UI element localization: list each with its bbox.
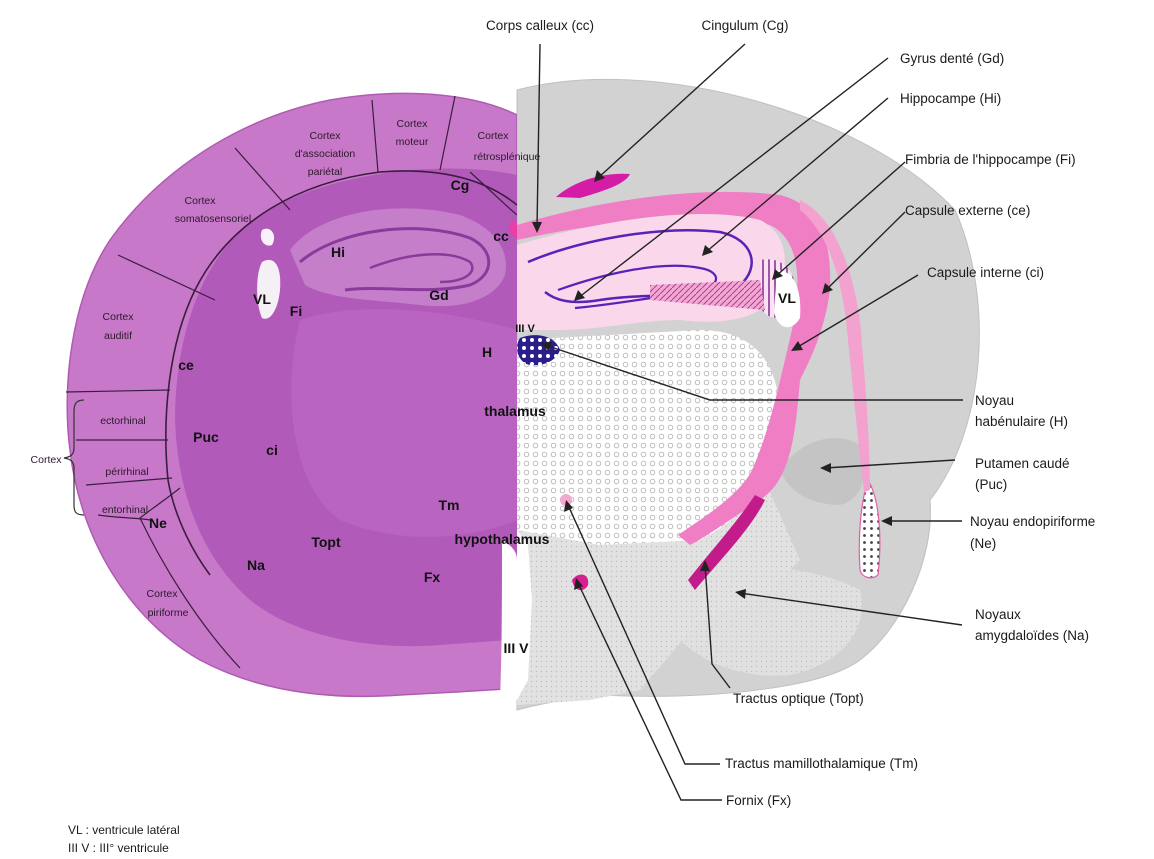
third-ventricle-left xyxy=(500,540,517,700)
abbr-cg: Cg xyxy=(451,177,470,193)
callout-capsule-interne: Capsule interne (ci) xyxy=(927,265,1044,280)
abbr-fi: Fi xyxy=(290,303,302,319)
abbr-hi: Hi xyxy=(331,244,345,260)
abbr-na: Na xyxy=(247,557,265,573)
abbr-vl-left: VL xyxy=(253,291,271,307)
abbr-iiiv-top: III V xyxy=(515,323,535,335)
callout-putamen-2: (Puc) xyxy=(975,477,1007,492)
schematic-half xyxy=(517,79,979,710)
legend: VL : ventricule latéral III V : III° ven… xyxy=(68,823,180,855)
abbr-gd: Gd xyxy=(429,287,448,303)
abbr-ne: Ne xyxy=(149,515,167,531)
perirhinal-label: périrhinal xyxy=(105,466,148,478)
cortex-audit-label-1: Cortex xyxy=(103,311,135,323)
cortex-soma-label-1: Cortex xyxy=(185,195,217,207)
abbr-thalamus: thalamus xyxy=(484,403,546,419)
cortex-moteur-label-2: moteur xyxy=(396,136,429,148)
abbr-iiiv-bottom: III V xyxy=(504,640,530,656)
cortex-assoc-label-3: pariétal xyxy=(308,166,342,178)
callout-amygdaloides-2: amygdaloïdes (Na) xyxy=(975,628,1089,643)
cortex-piri-label-1: Cortex xyxy=(147,588,179,600)
cortex-retro-label-2: rétrosplénique xyxy=(474,151,541,163)
cortex-assoc-label-1: Cortex xyxy=(310,130,342,142)
callout-tractus-optique: Tractus optique (Topt) xyxy=(733,691,864,706)
abbr-vl-right: VL xyxy=(778,290,796,306)
cortex-group-label: Cortex xyxy=(31,454,63,466)
callout-putamen-1: Putamen caudé xyxy=(975,456,1070,471)
abbr-h: H xyxy=(482,344,492,360)
legend-iiiv: III V : III° ventricule xyxy=(68,841,169,855)
callout-gyrus-dente: Gyrus denté (Gd) xyxy=(900,51,1004,66)
abbr-tm: Tm xyxy=(439,497,460,513)
callout-habenulaire-2: habénulaire (H) xyxy=(975,414,1068,429)
abbr-cc: cc xyxy=(493,228,509,244)
cortex-assoc-label-2: d'association xyxy=(295,148,356,160)
abbr-ce: ce xyxy=(178,357,194,373)
cortex-moteur-label-1: Cortex xyxy=(397,118,429,130)
abbr-ci: ci xyxy=(266,442,278,458)
callout-amygdaloides-1: Noyaux xyxy=(975,607,1021,622)
callout-endopiriforme-2: (Ne) xyxy=(970,536,996,551)
callout-fornix: Fornix (Fx) xyxy=(726,793,791,808)
entorhinal-label: entorhinal xyxy=(102,504,148,516)
abbr-topt: Topt xyxy=(311,534,341,550)
cortex-piri-label-2: piriforme xyxy=(148,607,189,619)
callout-cingulum: Cingulum (Cg) xyxy=(701,18,788,33)
callout-capsule-externe: Capsule externe (ce) xyxy=(905,203,1030,218)
callout-fimbria: Fimbria de l'hippocampe (Fi) xyxy=(905,152,1076,167)
abbr-puc: Puc xyxy=(193,429,219,445)
callout-endopiriforme-1: Noyau endopiriforme xyxy=(970,514,1095,529)
callout-habenulaire-1: Noyau xyxy=(975,393,1014,408)
callout-hippocampe: Hippocampe (Hi) xyxy=(900,91,1001,106)
abbr-hypothalamus: hypothalamus xyxy=(455,531,550,547)
ectorhinal-label: ectorhinal xyxy=(100,415,146,427)
cortex-retro-label-1: Cortex xyxy=(478,130,510,142)
callout-corps-calleux: Corps calleux (cc) xyxy=(486,18,594,33)
cortex-audit-label-2: auditif xyxy=(104,330,132,342)
legend-vl: VL : ventricule latéral xyxy=(68,823,180,837)
abbr-fx: Fx xyxy=(424,569,441,585)
callout-mamillothalamique: Tractus mamillothalamique (Tm) xyxy=(725,756,918,771)
cortex-soma-label-2: somatosensoriel xyxy=(175,213,251,225)
